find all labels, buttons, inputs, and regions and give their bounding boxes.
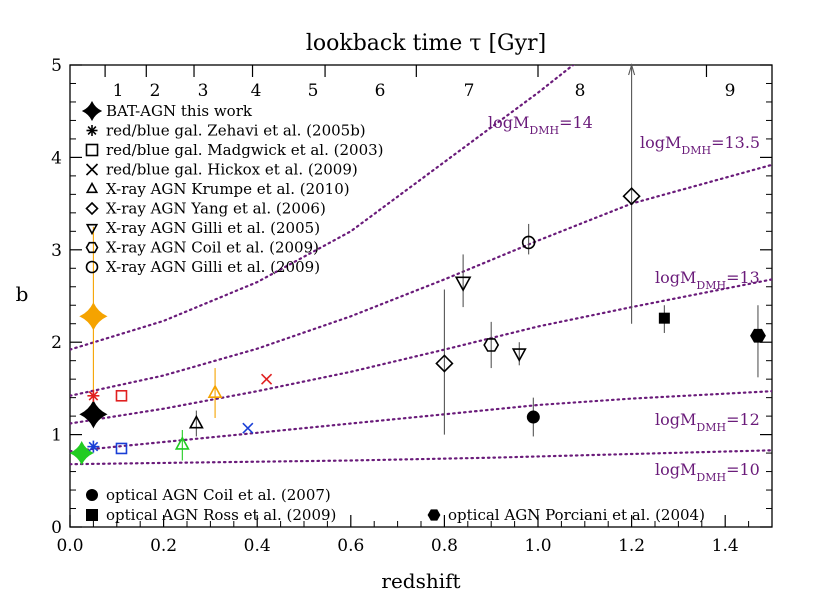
y-tick-label: 1 bbox=[51, 426, 62, 446]
y-tick-label: 3 bbox=[51, 241, 62, 261]
dmh-curve-label: logMDMH=13 bbox=[655, 268, 760, 292]
hexagon-filled-marker bbox=[750, 328, 766, 343]
diamond-open-marker bbox=[85, 201, 99, 216]
axis-ticks: 0.0 0.2 0.4 0.6 0.8 1.0 1.2 1.4 0 1 2 3 4 5 1 2 3 4 5 6 7 8 9 bbox=[51, 56, 773, 556]
top-tick-label: 9 bbox=[725, 81, 736, 101]
triangle-down-open-marker bbox=[454, 276, 472, 292]
dmh-curve-label: logMDMH=13.5 bbox=[640, 133, 760, 157]
x-tick-label: 1.4 bbox=[712, 536, 739, 556]
y-tick-label: 2 bbox=[51, 333, 62, 353]
hexagon-open-marker bbox=[483, 338, 500, 352]
x-tick-label: 0.4 bbox=[244, 536, 271, 556]
legend: BAT-AGN this work red/blue gal. Zehavi et… bbox=[81, 100, 705, 524]
circle-filled-marker bbox=[526, 410, 540, 424]
y-tick-label: 4 bbox=[51, 148, 62, 168]
triangle-up-open-marker bbox=[174, 436, 190, 450]
star4-marker bbox=[79, 302, 108, 331]
legend-entry-label: X-ray AGN Yang et al. (2006) bbox=[106, 200, 326, 218]
legend-entry-label: red/blue gal. Zehavi et al. (2005b) bbox=[106, 122, 366, 140]
asterisk-marker bbox=[86, 125, 98, 136]
dmh-curve-label: logMDMH=14 bbox=[488, 113, 593, 137]
dmh-curve bbox=[70, 65, 575, 351]
cross-marker bbox=[242, 422, 254, 434]
top-tick-label: 1 bbox=[113, 81, 124, 101]
y-axis-label: b bbox=[16, 282, 29, 306]
top-tick-label: 4 bbox=[251, 81, 262, 101]
triangle-down-open-marker bbox=[511, 348, 527, 362]
legend-entry-label: optical AGN Coil et al. (2007) bbox=[106, 486, 331, 504]
legend-entry-label: X-ray AGN Gilli et al. (2009) bbox=[106, 258, 320, 276]
square-filled-marker bbox=[658, 312, 670, 324]
legend-entry-label: X-ray AGN Krumpe et al. (2010) bbox=[106, 180, 350, 198]
x-tick-label: 0.0 bbox=[56, 536, 83, 556]
legend-entry-label: optical AGN Ross et al. (2009) bbox=[106, 506, 336, 524]
dmh-curves: logMDMH=14 logMDMH=13.5 logMDMH=13 logMDMH=… bbox=[70, 65, 772, 484]
top-tick-label: 6 bbox=[375, 81, 386, 101]
cross-marker bbox=[260, 373, 273, 385]
x-tick-label: 0.8 bbox=[431, 536, 458, 556]
star4-marker bbox=[69, 440, 94, 466]
dmh-curve-label: logMDMH=10 bbox=[655, 460, 760, 484]
asterisk-marker bbox=[87, 389, 100, 402]
dmh-curve-label: logMDMH=12 bbox=[655, 410, 760, 434]
triangle-up-open-marker bbox=[188, 414, 204, 429]
triangle-up-open-marker bbox=[207, 384, 223, 399]
dmh-curve bbox=[70, 278, 772, 425]
top-tick-label: 2 bbox=[150, 81, 161, 101]
x-tick-label: 1.2 bbox=[618, 536, 645, 556]
diamond-open-marker bbox=[435, 354, 454, 373]
x-tick-label: 0.2 bbox=[150, 536, 177, 556]
y-tick-label: 5 bbox=[51, 56, 62, 76]
square-open-marker bbox=[115, 389, 128, 402]
circle-open-marker bbox=[521, 235, 536, 250]
x-tick-label: 1.0 bbox=[524, 536, 551, 556]
diamond-open-marker bbox=[622, 187, 641, 206]
top-tick-label: 7 bbox=[464, 81, 475, 101]
square-open-marker bbox=[115, 442, 128, 455]
top-axis-label: lookback time τ [Gyr] bbox=[306, 31, 546, 56]
circle-open-marker bbox=[85, 260, 99, 274]
circle-filled-marker bbox=[86, 489, 98, 501]
legend-entry-label: red/blue gal. Hickox et al. (2009) bbox=[106, 161, 358, 179]
cross-marker bbox=[85, 163, 99, 176]
triangle-down-open-marker bbox=[85, 223, 99, 236]
error-arrow bbox=[628, 63, 636, 76]
legend-entry-label: X-ray AGN Gilli et al. (2005) bbox=[106, 219, 320, 237]
triangle-up-open-marker bbox=[85, 181, 99, 194]
square-filled-marker bbox=[86, 509, 98, 521]
legend-entry-label: optical AGN Porciani et al. (2004) bbox=[448, 506, 705, 524]
hexagon-filled-marker bbox=[427, 509, 441, 521]
legend-entry-label: BAT-AGN this work bbox=[106, 102, 253, 120]
legend-entry-label: red/blue gal. Madgwick et al. (2003) bbox=[106, 141, 384, 159]
hexagon-open-marker bbox=[85, 241, 99, 254]
top-tick-label: 8 bbox=[575, 81, 586, 101]
x-tick-label: 0.6 bbox=[337, 536, 364, 556]
asterisk-marker bbox=[87, 440, 100, 453]
legend-entry-label: X-ray AGN Coil et al. (2009) bbox=[106, 239, 319, 257]
top-tick-label: 5 bbox=[308, 81, 319, 101]
dmh-curve bbox=[70, 449, 772, 466]
star4-marker bbox=[79, 400, 108, 429]
star4-marker bbox=[81, 100, 103, 122]
x-axis-label: redshift bbox=[381, 569, 460, 593]
top-tick-label: 3 bbox=[198, 81, 209, 101]
data-points bbox=[69, 63, 766, 466]
dmh-curve bbox=[70, 163, 772, 397]
square-open-marker bbox=[85, 143, 99, 157]
dmh-curve bbox=[70, 390, 772, 453]
y-tick-label: 0 bbox=[51, 518, 62, 538]
